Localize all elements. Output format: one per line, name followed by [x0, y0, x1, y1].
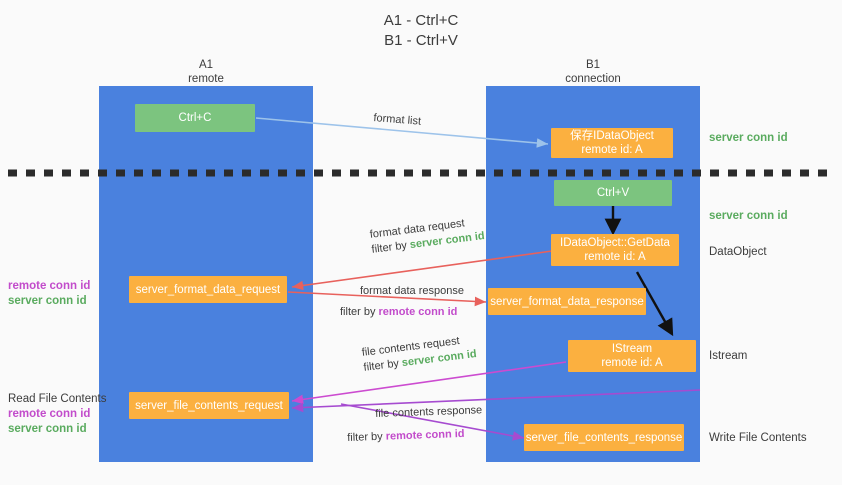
node-server-file-contents-response-line1: server_file_contents_response: [525, 431, 683, 444]
left-label-read-file-contents: Read File Contents remote conn id server…: [8, 392, 106, 437]
node-server-file-contents-request-line1: server_file_contents_request: [135, 399, 283, 412]
edge-label-format-data-request-filter-prefix: filter by: [370, 239, 411, 256]
edge-label-file-contents-response-main: file contents response: [375, 404, 483, 420]
edge-label-format-data-response-filter-prefix: filter by: [340, 306, 379, 318]
node-save-idataobject-line2: remote id: A: [581, 144, 643, 156]
column-header-b1-line2: connection: [565, 73, 621, 85]
title-line-1: A1 - Ctrl+C: [383, 12, 459, 29]
node-ctrl-c[interactable]: Ctrl+C: [135, 104, 255, 132]
node-istream-line2: remote id: A: [601, 357, 663, 369]
edge-label-format-list-main: format list: [372, 111, 422, 128]
left-label-file-remote-conn-id: remote conn id: [8, 408, 91, 420]
edge-label-format-data-response-filter-key: remote conn id: [378, 306, 458, 318]
right-label-dataobject: DataObject: [709, 246, 767, 258]
right-label-server-conn-id-1: server conn id: [709, 132, 788, 144]
edge-label-file-contents-request: file contents request filter by server c…: [361, 332, 478, 376]
edge-label-format-data-response-main: format data response: [360, 285, 464, 297]
page-title: A1 - Ctrl+C B1 - Ctrl+V: [0, 11, 842, 51]
edge-label-file-contents-request-filter-prefix: filter by: [362, 357, 403, 374]
node-ctrl-c-line1: Ctrl+C: [178, 112, 212, 124]
node-server-format-data-request[interactable]: server_format_data_request: [129, 276, 287, 303]
column-header-a1-line1: A1: [198, 59, 214, 71]
node-istream[interactable]: IStream remote id: A: [568, 340, 696, 372]
left-label-format-server-conn-id: server conn id: [8, 295, 87, 307]
node-idataobject-getdata-line1: IDataObject::GetData: [560, 237, 670, 249]
right-label-istream: Istream: [709, 350, 748, 362]
node-idataobject-getdata-line2: remote id: A: [584, 251, 646, 263]
left-label-format-remote-conn-id: remote conn id: [8, 280, 91, 292]
edge-label-file-contents-response-filter-prefix: filter by: [347, 430, 386, 444]
edge-label-format-data-response-filter: filter by remote conn id: [340, 305, 457, 320]
right-label-write-file-contents: Write File Contents: [709, 432, 807, 444]
node-save-idataobject-line1: 保存IDataObject: [570, 130, 654, 142]
node-server-file-contents-request[interactable]: server_file_contents_request: [129, 392, 289, 419]
edge-label-format-data-response: format data response: [360, 284, 464, 299]
column-header-a1: A1 remote: [99, 58, 313, 86]
node-server-format-data-response[interactable]: server_format_data_response: [488, 288, 646, 315]
left-label-file-server-conn-id: server conn id: [8, 423, 87, 435]
node-server-file-contents-response[interactable]: server_file_contents_response: [524, 424, 684, 451]
left-label-read-file-contents-title: Read File Contents: [8, 393, 107, 405]
node-idataobject-getdata[interactable]: IDataObject::GetData remote id: A: [551, 234, 679, 266]
edge-label-format-data-request: format data request filter by server con…: [369, 214, 486, 258]
edge-label-file-contents-response-filter-key: remote conn id: [385, 427, 465, 443]
node-istream-line1: IStream: [611, 343, 653, 355]
left-label-format-conn-ids: remote conn id server conn id: [8, 279, 90, 309]
edge-label-format-list: format list: [373, 111, 422, 130]
edge-label-file-contents-response-filter: filter by remote conn id: [347, 427, 465, 446]
title-line-2: B1 - Ctrl+V: [384, 32, 458, 49]
right-label-server-conn-id-2: server conn id: [709, 210, 788, 222]
node-ctrl-v[interactable]: Ctrl+V: [554, 180, 672, 206]
column-header-b1-line1: B1: [585, 59, 601, 71]
column-header-a1-line2: remote: [188, 73, 224, 85]
node-server-format-data-response-line1: server_format_data_response: [490, 295, 644, 308]
edge-label-file-contents-response: file contents response: [375, 403, 482, 422]
node-server-format-data-request-line1: server_format_data_request: [135, 283, 281, 296]
node-save-idataobject[interactable]: 保存IDataObject remote id: A: [551, 128, 673, 158]
column-header-b1: B1 connection: [486, 58, 700, 86]
node-ctrl-v-line1: Ctrl+V: [596, 187, 630, 199]
